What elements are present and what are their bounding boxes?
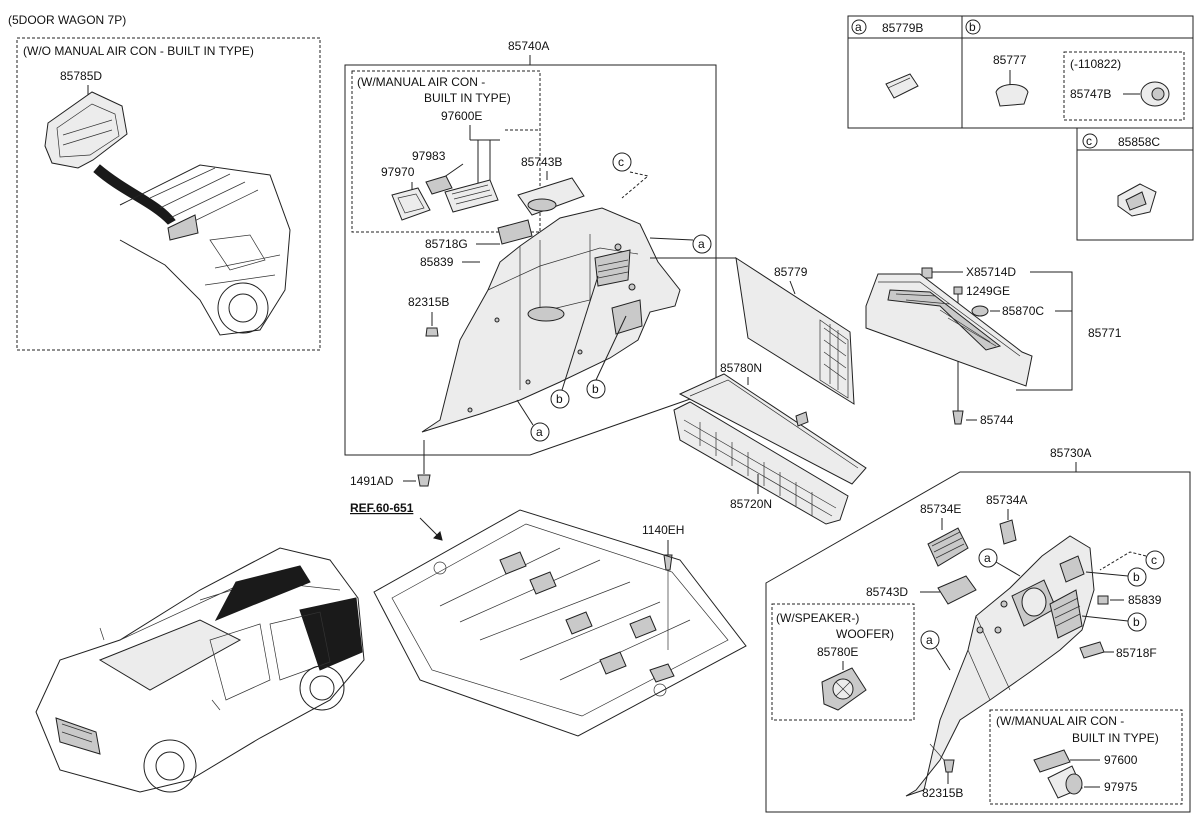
group-w-manual-air-label-1: (W/MANUAL AIR CON - bbox=[357, 75, 485, 89]
callout-85870C[interactable]: 85870C bbox=[1002, 304, 1044, 318]
marker-b-85730A-2: b bbox=[1133, 615, 1140, 629]
part-85858C[interactable] bbox=[1117, 183, 1157, 217]
callout-82315B[interactable]: 82315B bbox=[408, 295, 449, 309]
callout-85720N[interactable]: 85720N bbox=[730, 497, 772, 511]
legend-a-code: a bbox=[855, 20, 862, 34]
part-97600E[interactable] bbox=[444, 179, 499, 213]
callout-85744[interactable]: 85744 bbox=[980, 413, 1014, 427]
part-97975[interactable] bbox=[1047, 765, 1083, 799]
part-85780E[interactable] bbox=[821, 667, 867, 711]
part-85730A-panel[interactable] bbox=[905, 535, 1095, 797]
callout-1249GE[interactable]: 1249GE bbox=[966, 284, 1010, 298]
group-w-manual-air-r-label-1: (W/MANUAL AIR CON - bbox=[996, 714, 1124, 728]
callout-85839-right[interactable]: 85839 bbox=[1128, 593, 1162, 607]
callout-85839[interactable]: 85839 bbox=[420, 255, 454, 269]
legend-a-part: 85779B bbox=[882, 21, 923, 35]
callout-85743D[interactable]: 85743D bbox=[866, 585, 908, 599]
ref-label[interactable]: REF.60-651 bbox=[350, 501, 414, 515]
part-85785D[interactable] bbox=[44, 91, 128, 169]
diagram-title: (5DOOR WAGON 7P) bbox=[8, 13, 126, 27]
part-85779-net[interactable] bbox=[735, 256, 855, 405]
part-85720N-tray[interactable] bbox=[673, 401, 849, 525]
callout-85779[interactable]: 85779 bbox=[774, 265, 808, 279]
group-85740A: 85740A (W/MANUAL AIR CON - BUILT IN TYPE… bbox=[344, 39, 717, 456]
callout-1140EH[interactable]: 1140EH bbox=[642, 523, 684, 537]
car-illustration bbox=[35, 547, 365, 793]
marker-b-85740A-1: b bbox=[556, 392, 563, 406]
part-85779B[interactable] bbox=[885, 73, 919, 99]
callout-X85714D[interactable]: X85714D bbox=[966, 265, 1016, 279]
callout-97600E[interactable]: 97600E bbox=[441, 109, 482, 123]
legend-b-part1: 85777 bbox=[993, 53, 1027, 67]
callout-85785D[interactable]: 85785D bbox=[60, 69, 102, 83]
part-85743D[interactable] bbox=[937, 575, 977, 605]
part-97600[interactable] bbox=[1033, 749, 1071, 773]
group-w-manual-air-r-label-2: BUILT IN TYPE) bbox=[1072, 731, 1159, 745]
callout-85730A[interactable]: 85730A bbox=[1050, 446, 1091, 460]
part-85771-rear-trim[interactable] bbox=[865, 273, 1033, 387]
callout-97983[interactable]: 97983 bbox=[412, 149, 446, 163]
marker-a-85730A-1: a bbox=[984, 551, 991, 565]
callout-97970[interactable]: 97970 bbox=[381, 165, 415, 179]
part-85734E[interactable] bbox=[927, 527, 969, 567]
legend-date-range: (-110822) bbox=[1070, 57, 1121, 71]
marker-a-85740A-1: a bbox=[698, 237, 705, 251]
part-85747B[interactable] bbox=[1140, 81, 1170, 107]
marker-a-85730A-2: a bbox=[926, 633, 933, 647]
marker-a-85740A-2: a bbox=[536, 425, 543, 439]
callout-85718F[interactable]: 85718F bbox=[1116, 646, 1157, 660]
group-w-manual-air-label-2: BUILT IN TYPE) bbox=[424, 91, 511, 105]
legend-box: a 85779B b 85777 (-110822) 85747B c 8585… bbox=[847, 15, 1194, 241]
car-rear-small bbox=[119, 164, 291, 336]
callout-82315B-right[interactable]: 82315B bbox=[922, 786, 963, 800]
floor-panel bbox=[373, 509, 747, 737]
part-85743B[interactable] bbox=[517, 177, 585, 216]
group-w-speaker-label-1: (W/SPEAKER-) bbox=[776, 611, 859, 625]
marker-c-85730A: c bbox=[1151, 553, 1157, 567]
callout-85740A[interactable]: 85740A bbox=[508, 39, 549, 53]
callout-85743B[interactable]: 85743B bbox=[521, 155, 562, 169]
group-w-speaker-label-2: WOOFER) bbox=[836, 627, 894, 641]
callout-97600[interactable]: 97600 bbox=[1104, 753, 1138, 767]
callout-1491AD[interactable]: 1491AD bbox=[350, 474, 394, 488]
callout-85734E[interactable]: 85734E bbox=[920, 502, 961, 516]
marker-b-85740A-2: b bbox=[592, 382, 599, 396]
part-85777[interactable] bbox=[995, 84, 1029, 107]
legend-b-part2: 85747B bbox=[1070, 87, 1111, 101]
group-wo-manual-air-label: (W/O MANUAL AIR CON - BUILT IN TYPE) bbox=[23, 44, 254, 58]
part-85780N-cover[interactable] bbox=[678, 373, 867, 485]
marker-b-85730A-1: b bbox=[1133, 570, 1140, 584]
callout-85780E[interactable]: 85780E bbox=[817, 645, 858, 659]
callout-85771[interactable]: 85771 bbox=[1088, 326, 1122, 340]
marker-c-85740A: c bbox=[618, 155, 624, 169]
group-wo-manual-air: (W/O MANUAL AIR CON - BUILT IN TYPE) 857… bbox=[16, 37, 321, 351]
legend-c-code: c bbox=[1086, 134, 1092, 148]
callout-85780N[interactable]: 85780N bbox=[720, 361, 762, 375]
part-97970[interactable] bbox=[391, 187, 431, 221]
callout-85718G[interactable]: 85718G bbox=[425, 237, 468, 251]
legend-c-part: 85858C bbox=[1118, 135, 1160, 149]
part-97983[interactable] bbox=[425, 175, 453, 195]
callout-97975[interactable]: 97975 bbox=[1104, 780, 1138, 794]
part-85740A-panel[interactable] bbox=[421, 207, 681, 433]
legend-b-code: b bbox=[969, 20, 976, 34]
callout-85734A[interactable]: 85734A bbox=[986, 493, 1027, 507]
